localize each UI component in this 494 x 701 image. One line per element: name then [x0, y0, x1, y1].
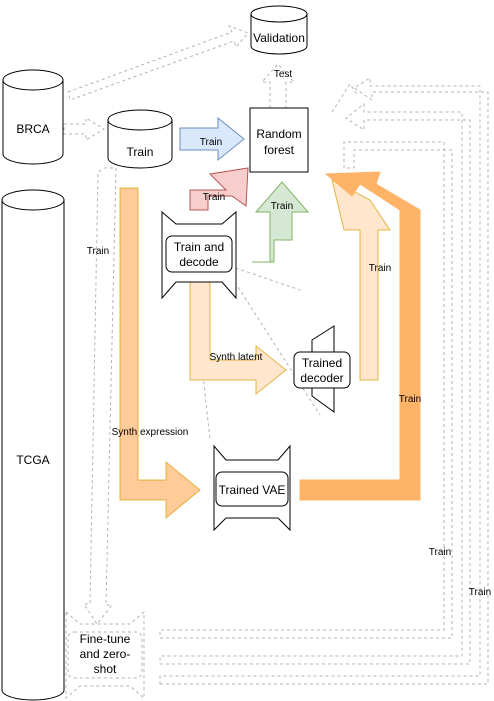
label-train-blue: Train [200, 137, 222, 148]
label-synth-latent: Synth latent [210, 352, 263, 363]
arrow-orange-decoder-rf [331, 179, 391, 381]
brca-label: BRCA [16, 122, 49, 136]
label-train-red: Train [203, 192, 225, 203]
tcga-db: TCGA [1, 189, 65, 701]
arrow-brca-validation [67, 25, 249, 101]
tcga-label: TCGA [16, 453, 49, 467]
brca-db: BRCA [2, 69, 64, 165]
random-forest-box: Random forest [249, 107, 309, 173]
train-db: Train [107, 109, 173, 169]
trained-decoder-node: Trained decoder [293, 325, 351, 413]
trained-vae-node: Trained VAE [213, 444, 291, 532]
arrow-loop-head-top [331, 83, 359, 113]
label-train-left: Train [87, 246, 109, 257]
random-forest-line1: Random [256, 127, 301, 141]
label-synth-expression: Synth expression [112, 427, 189, 438]
finetune-line2: and zero- [80, 647, 131, 661]
trained-decoder-line2: decoder [300, 371, 343, 385]
validation-db: Validation [250, 5, 308, 55]
trained-vae-label: Trained VAE [219, 483, 286, 497]
arrow-orange-vae-rf [299, 171, 421, 501]
label-test: Test [274, 69, 293, 80]
finetune-line1: Fine-tune [80, 632, 131, 646]
validation-label: Validation [253, 31, 305, 45]
random-forest-line2: forest [264, 143, 295, 157]
label-train-right2: Train [469, 587, 491, 598]
arrow-train-finetune [83, 167, 117, 625]
arrow-finetune-loop-outer [159, 77, 489, 685]
arrow-orange-synth-expression [119, 187, 201, 520]
arrow-finetune-loop-inner [159, 141, 453, 639]
arrow-green-rf [252, 181, 310, 263]
train-and-decode-node: Train and decode [161, 210, 237, 300]
label-train-green: Train [271, 201, 293, 212]
finetune-line3: shot [94, 662, 117, 676]
arrow-blue-train-rf [179, 116, 245, 162]
label-train-right1: Train [429, 547, 451, 558]
finetune-node [65, 610, 145, 700]
label-train-vae: Train [399, 394, 421, 405]
train-db-label: Train [127, 145, 154, 159]
train-decode-line1: Train and [174, 240, 224, 254]
trained-decoder-line1: Trained [302, 356, 342, 370]
arrow-brca-train [63, 117, 105, 141]
arrow-red-decode-rf [189, 167, 249, 211]
arrow-finetune-loop-mid [159, 102, 471, 665]
arrow-orange-synth-latent [189, 281, 287, 396]
label-train-decoder: Train [369, 263, 391, 274]
train-decode-line2: decode [179, 255, 219, 269]
